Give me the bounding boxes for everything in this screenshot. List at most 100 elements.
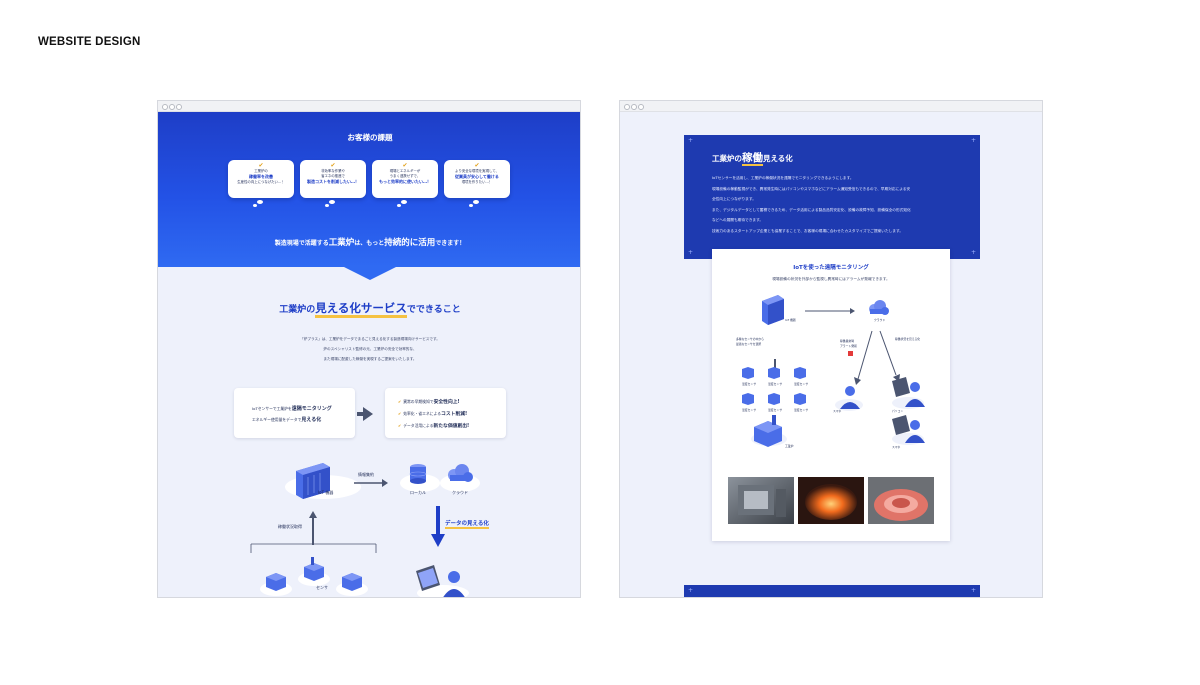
bubble-tail — [253, 204, 257, 207]
issue-bubble: ✔ 非効率な作業や 省エネの推進で 製造コストを削減したい…！ — [300, 160, 366, 198]
arrow-right-icon — [805, 308, 855, 314]
iot-device-icon — [296, 463, 330, 499]
phone-label: スマホ — [892, 445, 901, 449]
browser-titlebar — [158, 101, 580, 112]
cloud-icon — [869, 300, 889, 315]
furnace-photo — [728, 477, 794, 524]
plus-icon: + — [970, 587, 976, 594]
check-icon: ✔ — [398, 411, 402, 416]
card-title: IoTを使った遠隔モニタリング — [793, 265, 869, 271]
window-dot-icon — [638, 104, 644, 110]
pc-user-icon — [892, 377, 925, 409]
sensor-icon — [336, 573, 368, 596]
body-line: また現場に配慮した稼働を実現するご提案をいたします。 — [323, 357, 417, 361]
collect-label: 情報集約 — [358, 472, 374, 477]
benefit-line: ✔データ活用による新たな価値創出! — [398, 423, 470, 429]
bubble-line: 製造コストを削減したい…！ — [307, 179, 359, 184]
database-icon — [409, 464, 427, 484]
multi-sensor-label: 最適なセンサを選択 — [736, 342, 762, 346]
window-dot-icon — [162, 104, 168, 110]
body-line: 全性向上につながります。 — [712, 197, 756, 201]
feature-line: エネルギー使用量をデータで見える化 — [252, 417, 322, 423]
hero-title: お客様の課題 — [347, 133, 393, 142]
arrow-up-icon — [309, 511, 317, 545]
bubble-tail — [257, 200, 263, 204]
bubble-line: 環境を作りたい…！ — [461, 180, 493, 184]
phone-label: スマホ — [833, 409, 842, 413]
card-subtitle: 現場設備の状況を外部から監視し異常時にはアラームが発報できます。 — [772, 277, 890, 281]
body-line: 現場設備の稼動監視ができ、異常発生時にはパソコンやスマホなどにアラーム通知受信も… — [712, 186, 911, 191]
panel-title: 工業炉の稼働見える化 — [712, 152, 793, 166]
sensor-label: 温度センサ — [794, 408, 808, 412]
check-icon: ✔ — [330, 162, 336, 169]
hero-down-arrow — [342, 266, 398, 280]
iot-device-label: IoT 機器 — [318, 490, 334, 495]
monitoring-card: IoTを使った遠隔モニタリング 現場設備の状況を外部から監視し異常時にはアラーム… — [712, 249, 950, 541]
feature-line: IoTセンサーで工業炉を遠隔モニタリング — [252, 406, 332, 412]
pc-label: パソコン — [892, 409, 904, 413]
bubble-line: 非効率な作業や — [321, 169, 345, 173]
factory-label: 工業炉 — [785, 444, 794, 448]
iot-device-icon — [762, 295, 784, 325]
arrow-down-icon — [431, 506, 445, 547]
browser-window-left: お客様の課題 ✔ 工業炉の 稼働率を改善 生産性の向上につなげたい…！ ✔ 非効… — [157, 100, 581, 598]
sensor-icon — [742, 367, 806, 405]
pc-user-icon — [892, 415, 925, 445]
sensor-label: 温度センサ — [794, 382, 808, 386]
body-line: 炉のスペシャリスト監修の元、工業炉の安全で効率的な、 — [323, 347, 417, 351]
bubble-line: 工業炉の — [254, 169, 268, 173]
panel-body: IoTセンサーを活用し、工業炉の稼働状況を遠隔でモニタリングできるようにします。… — [712, 173, 962, 236]
status-label: 稼働状況取得 — [278, 524, 302, 529]
bubble-line: 従業員が安心して働ける — [455, 174, 499, 179]
plus-icon: + — [970, 249, 976, 256]
check-icon: ✔ — [258, 162, 264, 169]
plus-icon: + — [688, 137, 694, 144]
hero-subtitle: 製造現場で活躍する工業炉は、もっと持続的に活用できます！ — [274, 238, 466, 248]
sensor-label: 温度センサ — [742, 408, 756, 412]
sensor-label: センサ — [316, 585, 328, 590]
benefit-line: ✔異常の早期検知で安全性向上! — [398, 399, 460, 405]
cloud-label: クラウド — [452, 490, 468, 495]
visualize-link[interactable]: データの見える化 — [445, 521, 489, 529]
sensor-label: 温度センサ — [768, 408, 782, 412]
local-label: ローカル — [410, 490, 426, 495]
bubble-tail — [401, 200, 407, 204]
furnace-fire-photo — [798, 477, 864, 524]
check-icon: ✔ — [398, 423, 402, 428]
window-dot-icon — [631, 104, 637, 110]
body-line: また、デジタルデータとして蓄積できるため、データ活用による製品品質安定化、設備の… — [712, 207, 911, 212]
check-icon: ✔ — [398, 399, 402, 404]
sensor-icon — [260, 573, 292, 596]
factory-icon — [751, 415, 787, 447]
body-line: などへの展開も期待できます。 — [712, 218, 764, 222]
alert-label: 稼働異常時 — [840, 339, 854, 343]
bubble-line: 稼働率を改善 — [249, 174, 273, 179]
browser-titlebar — [620, 101, 1042, 112]
arrow-right-icon — [354, 479, 388, 487]
bubble-tail — [469, 204, 473, 207]
plus-icon: + — [688, 587, 694, 594]
cloud-icon — [448, 464, 473, 482]
sensor-icon — [298, 557, 330, 586]
arrow-right-icon — [357, 407, 373, 421]
bubble-line: 生産性の向上につなげたい…！ — [237, 180, 285, 184]
furnace-ring-photo — [868, 477, 934, 524]
window-dot-icon — [624, 104, 630, 110]
bubble-line: より安全な環境を実現して、 — [455, 169, 499, 173]
feature-card: IoTセンサーで工業炉を遠隔モニタリング エネルギー使用量をデータで見える化 — [234, 388, 355, 438]
bubble-tail — [325, 204, 329, 207]
check-icon: ✔ — [474, 162, 480, 169]
iot-label: IoT 機器 — [785, 318, 796, 322]
sensor-label: 温度センサ — [768, 382, 782, 386]
feature-panel: + + + + 工業炉の稼働見える化 IoTセンサーを活用し、工業炉の稼働状況を… — [684, 135, 980, 259]
section-title: 工業炉の見える化サービスでできること — [158, 300, 580, 318]
next-section-panel: + + — [684, 585, 980, 597]
bubble-line: 現場とエネルギーが — [389, 169, 421, 173]
bubble-tail — [329, 200, 335, 204]
laptop-user-icon — [416, 565, 469, 597]
window-dot-icon — [169, 104, 175, 110]
body-line: 「炉プラス」は、工業炉をデータでまるごと見える化する製造現場向けサービスです。 — [300, 337, 440, 341]
sensor-label: 温度センサ — [742, 382, 756, 386]
plus-icon: + — [688, 249, 694, 256]
issue-bubble: ✔ 現場とエネルギーが うまく連携せずで、 もっと効率的に使いたい…！ — [372, 160, 438, 198]
